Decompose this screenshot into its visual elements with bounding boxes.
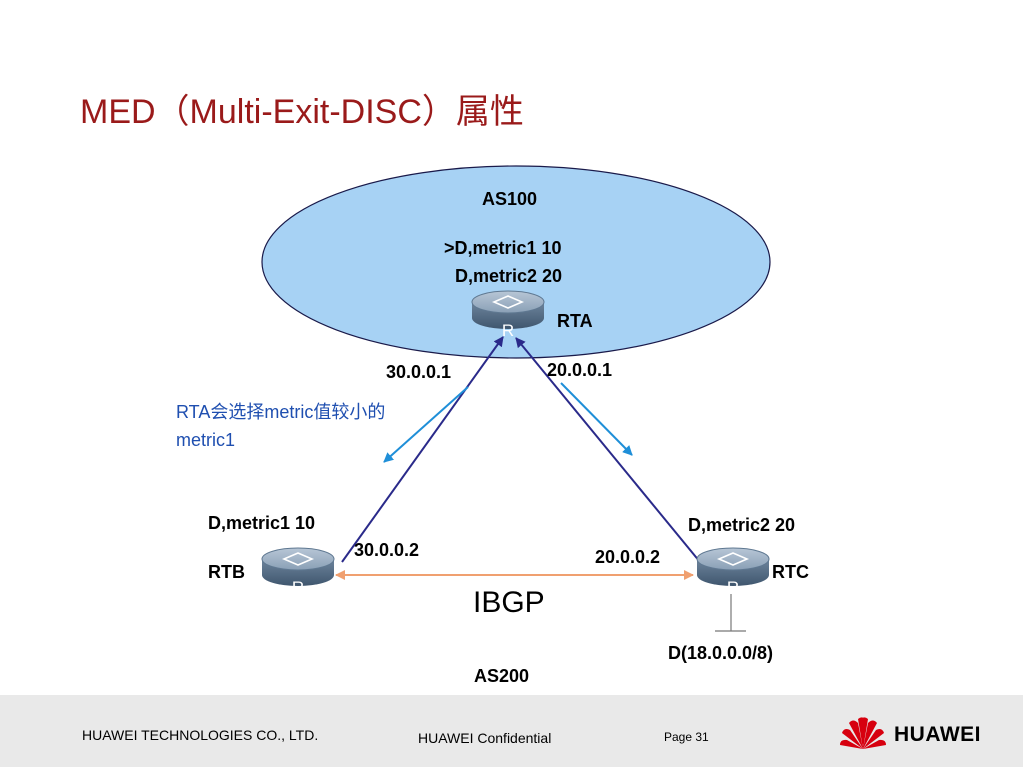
router-rta-glyph: R <box>502 321 514 340</box>
ip-rtc: 20.0.0.2 <box>595 547 661 567</box>
as100-ellipse <box>261 165 771 359</box>
rtc-route: D,metric2 20 <box>688 515 796 535</box>
footer-confidential: HUAWEI Confidential <box>418 730 552 746</box>
rta-name: RTA <box>557 311 593 331</box>
update-arrow-left <box>383 386 469 463</box>
router-rtb-glyph: R <box>292 578 304 597</box>
page-title: MED（Multi-Exit-DISC）属性 <box>80 93 524 131</box>
update-arrow-right <box>560 382 633 456</box>
as200-label: AS200 <box>474 666 530 686</box>
rtb-route: D,metric1 10 <box>208 513 316 533</box>
link-rtc-rta <box>515 337 701 563</box>
selection-note: RTA会选择metric值较小的metric1 <box>176 402 386 450</box>
link-rtb-rta <box>341 336 504 563</box>
as100-label: AS100 <box>482 189 538 209</box>
footer-bar: HUAWEI TECHNOLOGIES CO., LTD. HUAWEI Con… <box>0 695 1023 767</box>
rtb-name: RTB <box>208 562 245 582</box>
huawei-logo-text: HUAWEI <box>894 723 981 746</box>
network-label: D(18.0.0.0/8) <box>668 643 774 663</box>
footer-page-number: Page 31 <box>664 730 709 744</box>
rta-route-metric1: >D,metric1 10 <box>444 238 562 258</box>
ibgp-label: IBGP <box>473 586 545 619</box>
rta-route-metric2: D,metric2 20 <box>455 266 563 286</box>
huawei-logo: HUAWEI <box>838 713 998 753</box>
ip-rtb: 30.0.0.2 <box>354 540 420 560</box>
ip-rta-right: 20.0.0.1 <box>547 360 613 380</box>
router-rtc-glyph: R <box>727 578 739 597</box>
huawei-flower-icon <box>840 717 886 749</box>
ip-rta-left: 30.0.0.1 <box>386 362 452 382</box>
rtc-name: RTC <box>772 562 809 582</box>
footer-company: HUAWEI TECHNOLOGIES CO., LTD. <box>82 727 319 743</box>
